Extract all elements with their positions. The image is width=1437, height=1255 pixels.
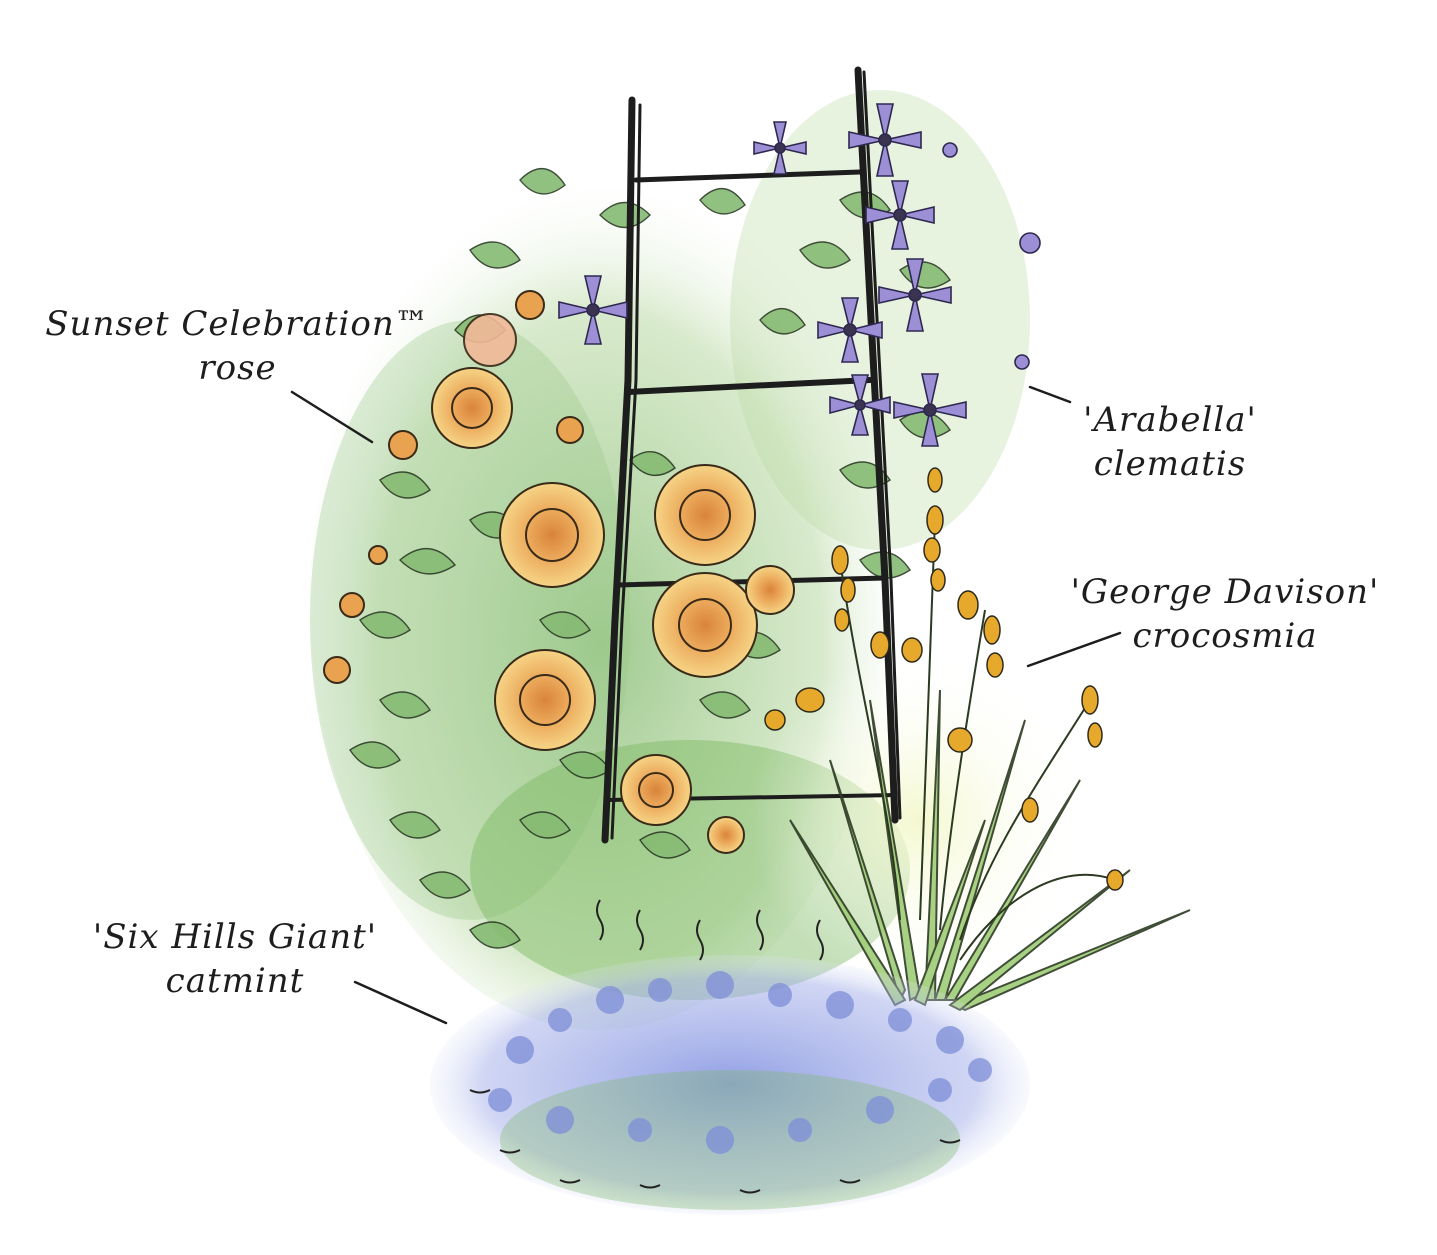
rose-label: Sunset Celebration™ rose — [40, 302, 435, 390]
rose-blooms — [323, 290, 795, 854]
clematis-label: 'Arabella' clematis — [1065, 398, 1275, 486]
catmint-leader-line — [353, 980, 448, 1025]
catmint-label-line1: 'Six Hills Giant' — [92, 917, 378, 957]
clematis-blooms — [558, 103, 1041, 447]
crocosmia-label-line2: crocosmia — [1132, 616, 1318, 656]
clematis-leader-line — [1028, 385, 1072, 404]
trellis — [601, 66, 902, 844]
crocosmia-flowers — [764, 467, 1124, 891]
rose-label-line2: rose — [198, 348, 277, 388]
rose-label-line1: Sunset Celebration™ — [45, 304, 430, 344]
catmint-label: 'Six Hills Giant' catmint — [70, 915, 400, 1003]
crocosmia-label-line1: 'George Davison' — [1070, 572, 1380, 612]
leader-lines — [290, 385, 1122, 1025]
crocosmia-leader-line — [1026, 631, 1122, 668]
clematis-label-line2: clematis — [1093, 444, 1247, 484]
catmint-mound — [430, 899, 1030, 1215]
catmint-label-line2: catmint — [165, 961, 305, 1001]
clematis-label-line1: 'Arabella' — [1083, 400, 1257, 440]
crocosmia-stems — [839, 519, 1116, 961]
crocosmia-label: 'George Davison' crocosmia — [1060, 570, 1390, 658]
rose-leader-line — [290, 390, 374, 444]
